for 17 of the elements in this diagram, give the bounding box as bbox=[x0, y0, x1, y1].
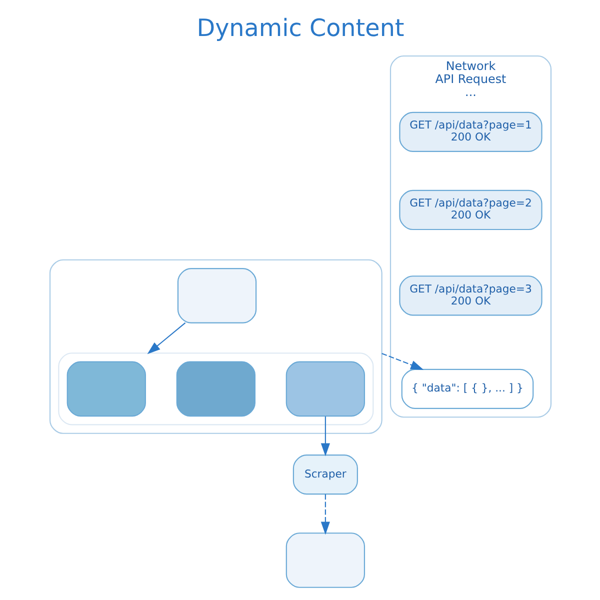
node-box: Scraper bbox=[292, 454, 358, 495]
node-box bbox=[285, 361, 365, 417]
node-box bbox=[176, 268, 256, 324]
node-box: GET /api/data?page=1 200 OK bbox=[398, 112, 542, 152]
diagram-title: Dynamic Content bbox=[196, 14, 404, 42]
cluster bbox=[58, 352, 374, 426]
node-box: { "data": [ { }, ... ] } bbox=[400, 368, 534, 409]
node-box: GET /api/data?page=2 200 OK bbox=[398, 190, 542, 230]
cluster bbox=[48, 259, 382, 434]
node-box bbox=[176, 361, 255, 417]
arrow bbox=[320, 494, 330, 535]
arrow bbox=[320, 416, 330, 456]
arrow bbox=[381, 353, 424, 370]
node-box bbox=[66, 361, 146, 417]
node-box: GET /api/data?page=3 200 OK bbox=[398, 276, 542, 316]
node-box bbox=[285, 532, 365, 588]
arrow bbox=[146, 322, 186, 354]
